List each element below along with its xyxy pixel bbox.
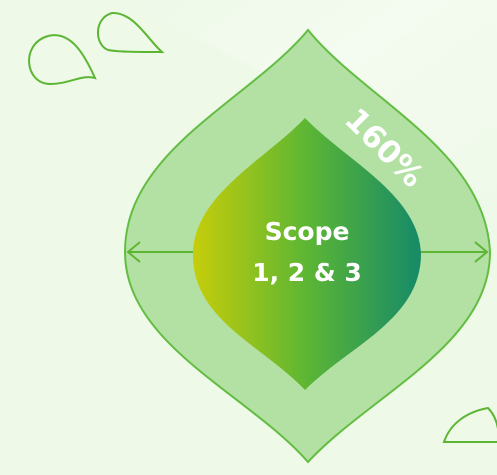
arrow-left-head	[126, 241, 141, 263]
scope-title-line1: Scope	[265, 217, 350, 246]
background-sheen	[120, 0, 497, 260]
arrow-right-head	[474, 241, 489, 263]
outer-boundary-outline	[123, 28, 492, 464]
scope-title-line2: 1, 2 & 3	[252, 258, 362, 287]
decor-droplet-top-center	[97, 11, 165, 54]
decor-droplet-top-left	[28, 34, 97, 86]
inner-scope-shape	[193, 118, 421, 390]
decor-droplet-bottom-right	[442, 406, 497, 443]
